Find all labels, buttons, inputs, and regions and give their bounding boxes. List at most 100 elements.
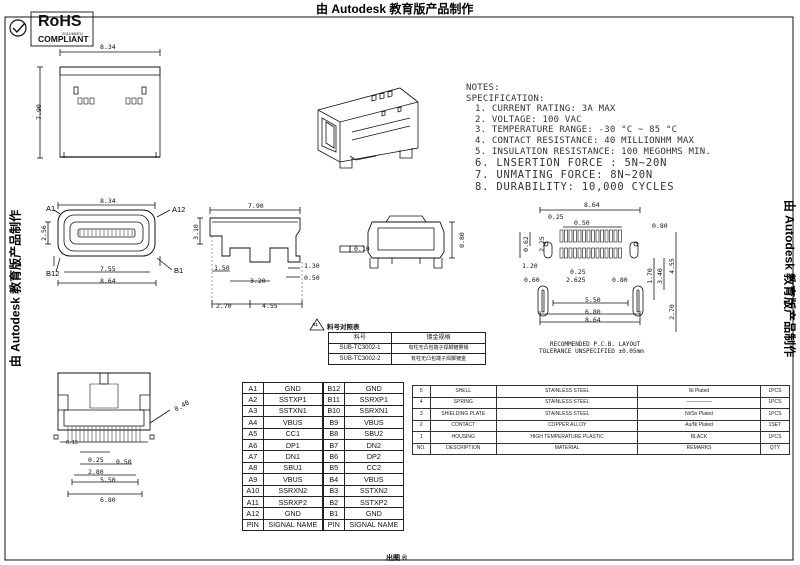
notes-list: 1. CURRENT RATING: 3A MAX 2. VOLTAGE: 10… xyxy=(466,104,711,193)
bom-no: 1 xyxy=(412,431,431,444)
bom-remarks: Au/Ni Plated xyxy=(637,419,761,432)
pin-signal: DN2 xyxy=(343,438,405,452)
notes-block: NOTES: SPECIFICATION: 1. CURRENT RATING:… xyxy=(466,83,711,193)
bom-qty: 1SET xyxy=(759,419,791,432)
pin-signal: DP1 xyxy=(262,438,324,452)
dim-end-height: 0.80 xyxy=(457,232,466,248)
pin-number: A12 xyxy=(242,507,264,520)
pin-number: B10 xyxy=(321,404,345,418)
top-view xyxy=(37,49,161,159)
bom-description: CONTACT xyxy=(429,419,498,432)
dim-pcb-2625: 2.625 xyxy=(566,276,586,284)
dim-bot-680: 6.80 xyxy=(100,496,116,504)
pin-number: B7 xyxy=(321,438,345,452)
dim-bot-025: 0.25 xyxy=(88,456,104,464)
pin-number: B12 xyxy=(321,381,345,395)
dim-front-width: 8.34 xyxy=(100,197,116,205)
rohs-title: RoHS xyxy=(38,13,82,30)
label-a1: A1 xyxy=(46,204,56,213)
dim-pcb-050: 0.50 xyxy=(574,219,590,227)
bom-no: NO. xyxy=(412,442,431,455)
dim-pcb-455: 4.55 xyxy=(667,258,676,274)
note-item: 6. LNSERTION FORCE : 5N~20N xyxy=(475,157,668,170)
revision-triangle xyxy=(309,318,325,331)
watermark-left: 由 Autodesk 教育版产品制作 xyxy=(8,209,23,368)
end-view xyxy=(339,215,455,269)
dim-pcb-680: 6.80 xyxy=(585,308,601,316)
pin-number: A11 xyxy=(242,495,264,509)
pin-signal: GND xyxy=(343,507,405,520)
dim-pcb-170: 1.70 xyxy=(645,268,654,284)
pin-number: B6 xyxy=(321,450,345,463)
label-a12: A12 xyxy=(172,205,186,214)
part-table-title: 料号对照表 xyxy=(327,324,360,331)
pin-number: B1 xyxy=(321,507,345,520)
bom-material: STAINLESS STEEL xyxy=(496,396,639,409)
dim-top-height: 7.90 xyxy=(34,104,43,120)
dim-pcb-025: 0.25 xyxy=(548,213,564,221)
rohs-compliant: COMPLIANT xyxy=(38,34,89,44)
drawing-border xyxy=(4,16,794,561)
part-header: 料号 xyxy=(328,332,392,344)
notes-spec: SPECIFICATION: xyxy=(466,93,545,104)
note-item: 3. TEMPERATURE RANGE: -30 °C ~ 85 °C xyxy=(475,125,678,136)
dim-bot-550: 5.50 xyxy=(100,476,116,484)
pin-signal: SSRXP1 xyxy=(343,393,405,406)
pin-signal: SSRXN1 xyxy=(343,404,405,418)
bom-qty: QTY xyxy=(759,442,791,455)
rohs-logo xyxy=(9,11,94,47)
dim-side-130: 1.30 xyxy=(304,262,320,270)
bom-qty: 1PCS xyxy=(759,396,791,409)
watermark-bottom: 出图 ® xyxy=(386,555,408,562)
note-item: 1. CURRENT RATING: 3A MAX xyxy=(475,104,616,115)
pin-number: B3 xyxy=(321,484,345,497)
part-number: SUB-TC3002-1 xyxy=(328,342,392,354)
bom-no: 5 xyxy=(412,385,431,398)
dim-bot-280: 2.80 xyxy=(88,468,104,476)
bom-qty: 1PCS xyxy=(759,431,791,444)
pin-signal: SSTXP1 xyxy=(262,393,324,406)
dim-pcb-225: 2.25 xyxy=(537,236,546,252)
isometric-view xyxy=(317,87,419,169)
label-b1: B1 xyxy=(174,266,184,275)
dim-front-inner: 7.55 xyxy=(100,265,116,273)
pin-signal: SSRXN2 xyxy=(262,484,324,497)
pin-signal: GND xyxy=(262,507,324,520)
bom-remarks: ————— xyxy=(637,396,761,409)
pin-number: A6 xyxy=(242,438,264,452)
part-plating: 有柱无凸包端子焊脚镀雾锡 xyxy=(391,342,486,354)
pin-signal: SIGNAL NAME xyxy=(343,518,405,532)
bom-material: COPPER ALLOY xyxy=(496,419,639,432)
bom-description: SPRING xyxy=(429,396,498,409)
part-number: SUB-TC3002-2 xyxy=(328,353,392,365)
bom-description: SHIELDING PLATE xyxy=(429,408,498,421)
pin-signal: GND xyxy=(343,381,405,395)
pin-signal: VBUS xyxy=(262,416,324,429)
dim-pcb-120: 1.20 xyxy=(522,262,538,270)
pin-number: A7 xyxy=(242,450,264,463)
watermark-top: 由 Autodesk 教育版产品制作 xyxy=(316,2,474,16)
pin-signal: SSTXN2 xyxy=(343,484,405,497)
dim-side-320: 3.20 xyxy=(250,277,266,285)
pin-signal: GND xyxy=(262,381,324,395)
dim-pcb-340: 3.40 xyxy=(655,268,664,284)
pin-signal: SIGNAL NAME xyxy=(262,518,324,532)
pcb-pad-row-bottom xyxy=(559,247,622,259)
pin-number: B4 xyxy=(321,473,345,486)
watermark-right: 由 Autodesk 教育版产品制作 xyxy=(782,199,797,358)
pin-signal: SSRXP2 xyxy=(262,495,324,509)
bom-material: HIGH TEMPERATURE PLASTIC xyxy=(496,431,639,444)
rohs-tiny: 2011/65/EU xyxy=(62,31,83,36)
